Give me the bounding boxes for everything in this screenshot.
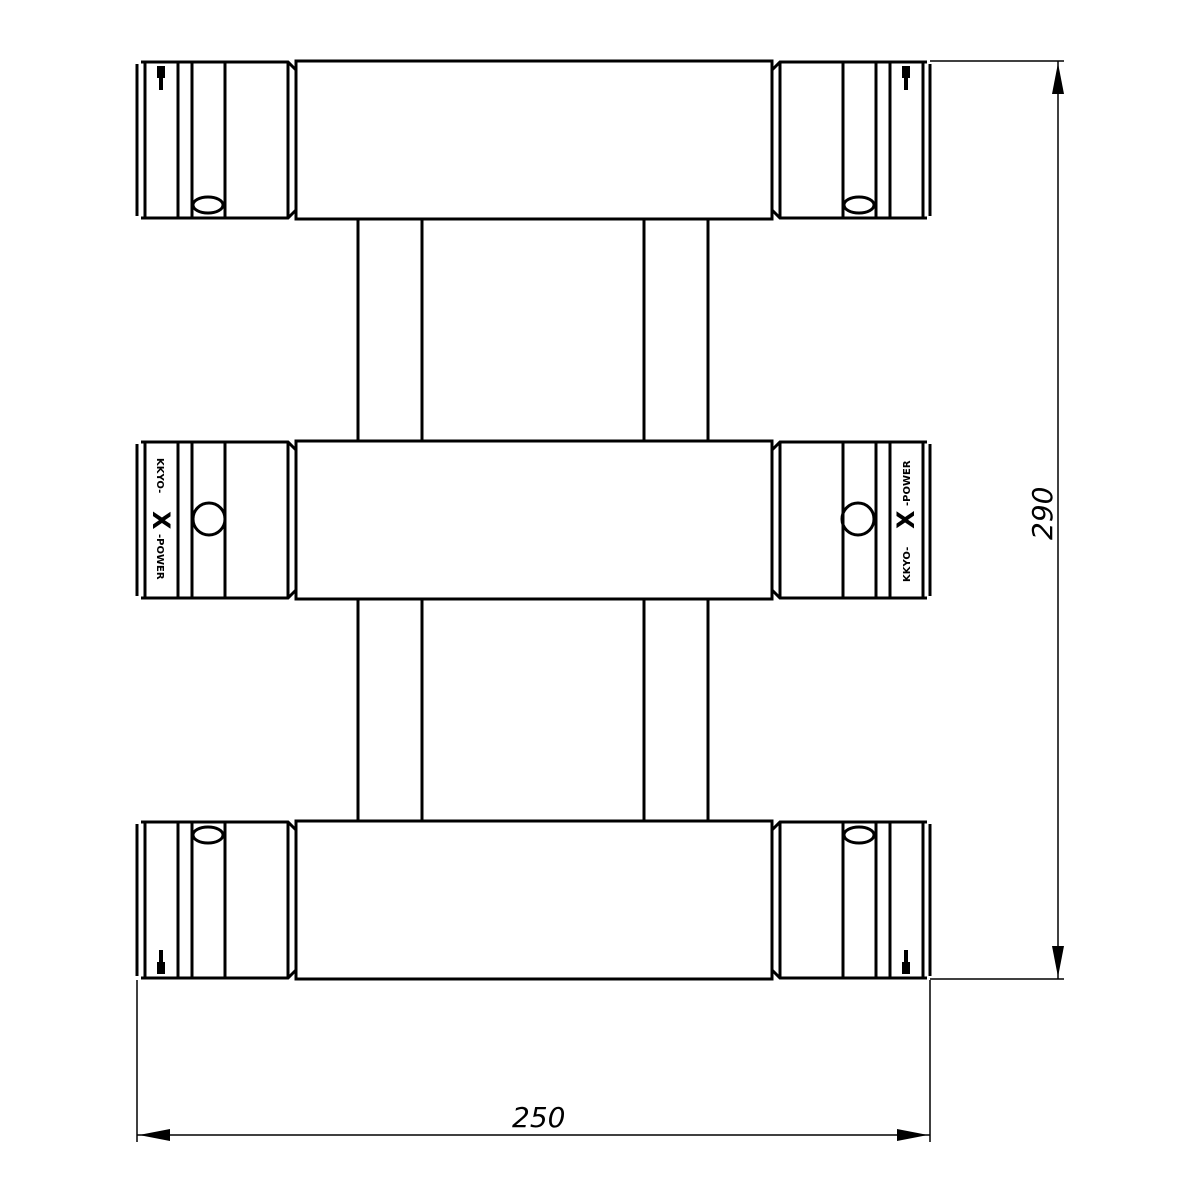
svg-text:KKYO-: KKYO-	[154, 458, 165, 493]
connector-top-right	[770, 60, 932, 220]
screw-icon	[157, 66, 165, 78]
dimension-height-label: 290	[1026, 487, 1059, 540]
svg-text:X: X	[892, 510, 920, 529]
connector-top-left	[135, 60, 298, 220]
svg-text:-POWER: -POWER	[902, 460, 913, 506]
arrow-left-icon	[139, 1129, 170, 1141]
svg-text:KKYO-: KKYO-	[902, 547, 913, 582]
arrow-right-icon	[897, 1129, 928, 1141]
screw-icon	[157, 962, 165, 974]
dimension-width-label: 250	[512, 1101, 565, 1134]
connector-middle-right: KKYO- X -POWER	[770, 440, 932, 600]
dimension-width: 250	[136, 980, 931, 1142]
dimension-height: 290	[930, 60, 1064, 980]
brand-label: KKYO- X -POWER	[147, 458, 175, 580]
middle-chord-bar	[294, 439, 774, 601]
screw-icon	[902, 962, 910, 974]
locking-pin-hole-icon	[840, 501, 876, 537]
top-chord-bar	[294, 59, 774, 221]
svg-text:X: X	[147, 511, 175, 530]
svg-text:-POWER: -POWER	[154, 534, 165, 580]
locking-pin-hole-icon	[191, 501, 227, 537]
connector-middle-left: KKYO- X -POWER	[135, 440, 298, 600]
brand-label: KKYO- X -POWER	[892, 460, 920, 582]
arrow-down-icon	[1052, 946, 1064, 977]
connector-bottom-right	[770, 820, 932, 980]
connector-bottom-left	[135, 820, 298, 980]
screw-icon	[902, 66, 910, 78]
bottom-chord-bar	[294, 819, 774, 981]
arrow-up-icon	[1052, 63, 1064, 94]
